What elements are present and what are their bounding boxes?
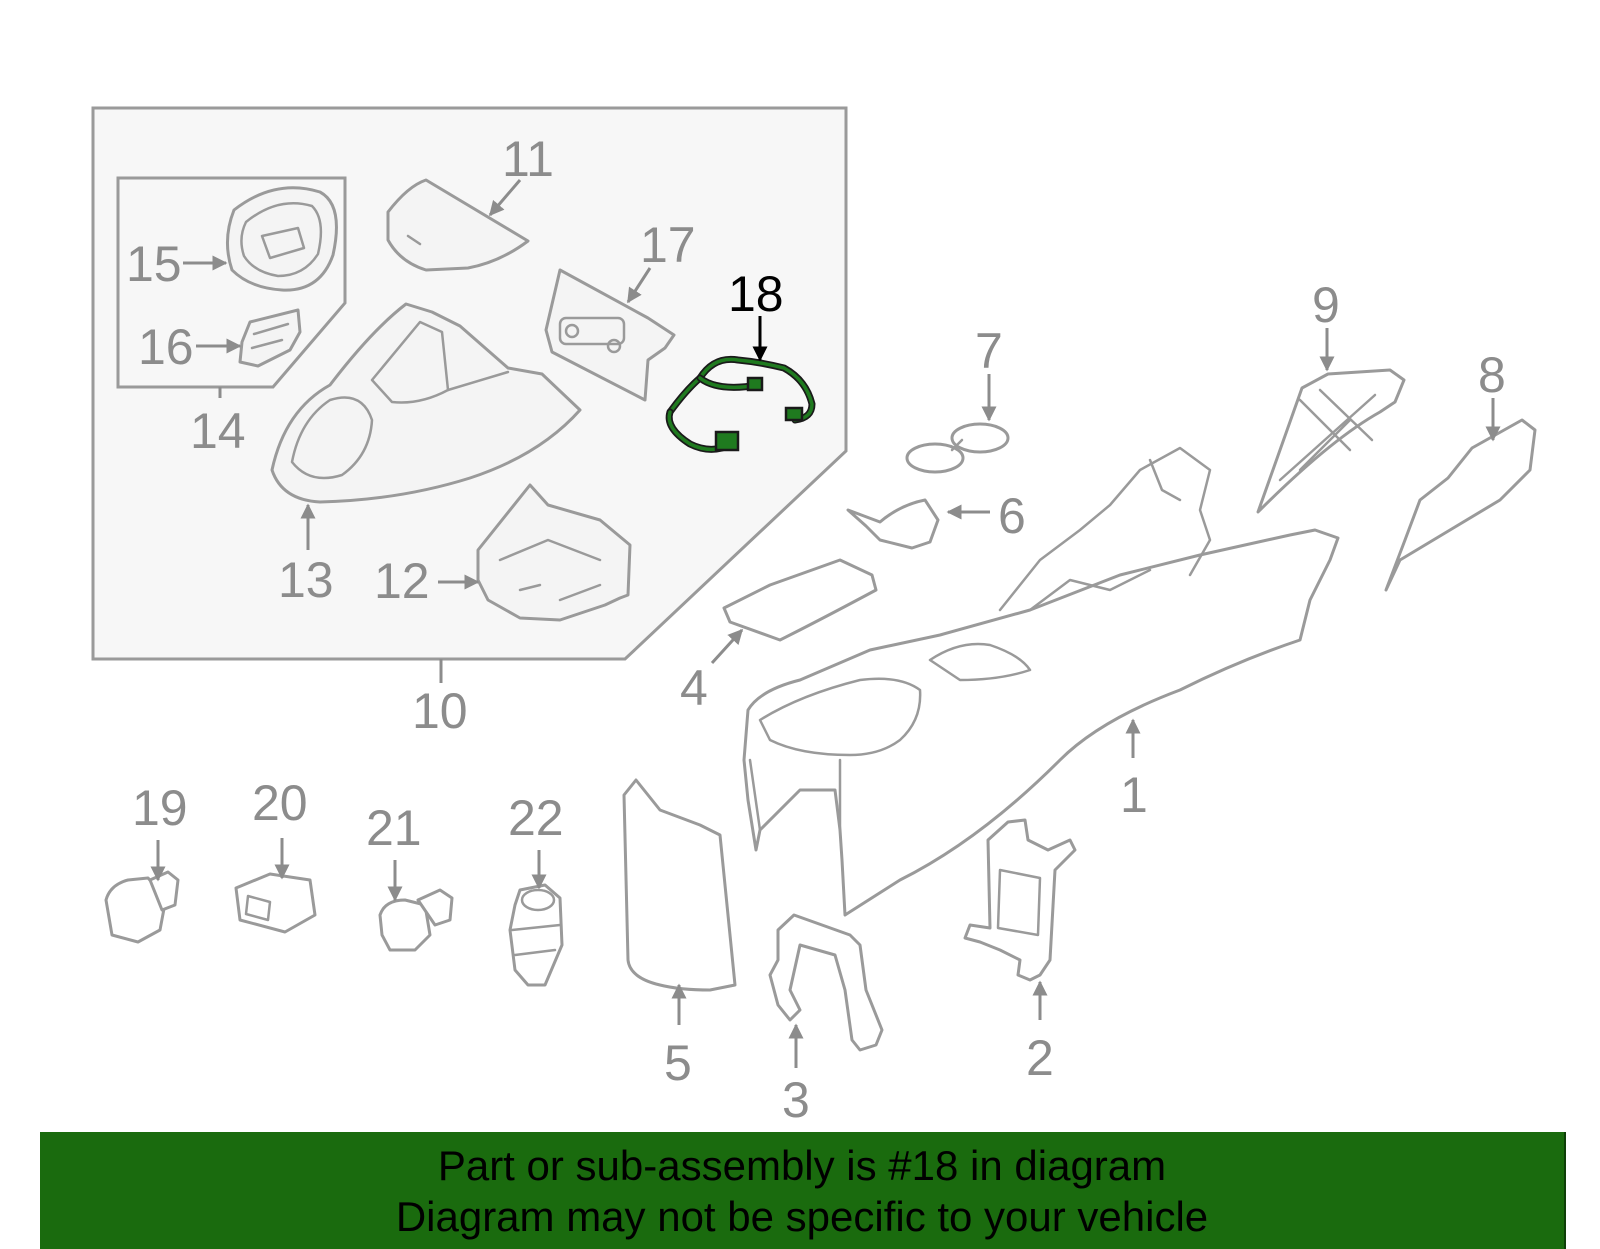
part-11-cover	[386, 178, 530, 272]
callout-18: 18	[728, 266, 784, 322]
part-6-insert	[846, 498, 940, 550]
callout-19: 19	[132, 780, 188, 836]
part-21-power-outlet	[378, 888, 454, 952]
callout-21: 21	[366, 800, 422, 856]
part-1-console-body	[742, 446, 1340, 917]
part-8-side-trim	[1384, 418, 1537, 592]
callout-10: 10	[412, 683, 468, 739]
part-22-switch	[508, 883, 564, 987]
callout-16: 16	[138, 319, 194, 375]
callout-1: 1	[1120, 767, 1148, 823]
callout-22: 22	[508, 790, 564, 846]
part-17-switch-panel	[544, 268, 676, 402]
part-16-switch	[238, 308, 302, 368]
part-18-wiring-harness	[665, 355, 816, 453]
info-banner: Part or sub-assembly is #18 in diagram D…	[40, 1132, 1566, 1249]
callout-6: 6	[998, 488, 1026, 544]
part-4-mat	[722, 558, 878, 642]
callout-11: 11	[502, 131, 554, 187]
callout-5: 5	[664, 1035, 692, 1091]
callout-2: 2	[1026, 1030, 1054, 1086]
callout-13: 13	[278, 552, 334, 608]
callout-14: 14	[190, 403, 246, 459]
callout-9: 9	[1312, 277, 1340, 333]
part-12-console-bracket	[476, 483, 632, 622]
banner-line-part: Part or sub-assembly is #18 in diagram	[437, 1142, 1167, 1189]
callout-7: 7	[975, 323, 1003, 379]
leader-lines	[150, 179, 1501, 1068]
banner-line-disclaimer: Diagram may not be specific to your vehi…	[395, 1193, 1209, 1240]
part-13-console-upper	[270, 302, 582, 504]
callout-4: 4	[680, 660, 708, 716]
callout-8: 8	[1478, 347, 1506, 403]
part-19-socket	[104, 870, 180, 944]
part-20-usb-port	[234, 872, 317, 934]
part-5-rear-panel	[622, 778, 737, 992]
callout-20: 20	[252, 775, 308, 831]
part-7-cupholder-insert	[905, 422, 1010, 474]
part-3-bracket	[768, 913, 884, 1052]
callout-15: 15	[126, 236, 182, 292]
callout-3: 3	[782, 1072, 810, 1128]
callout-12: 12	[374, 553, 430, 609]
part-9-side-panel	[1256, 368, 1406, 514]
part-15-shift-bezel	[226, 186, 338, 292]
callout-17: 17	[640, 217, 696, 273]
part-2-bracket	[963, 818, 1077, 982]
